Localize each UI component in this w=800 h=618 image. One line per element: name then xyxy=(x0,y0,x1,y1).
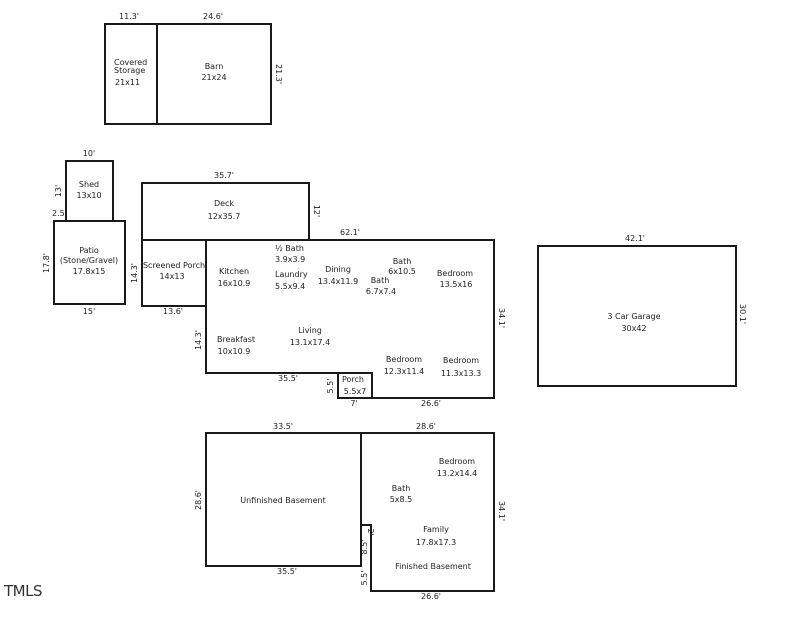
room-name: Patio xyxy=(79,246,99,255)
room-name: Family xyxy=(423,525,449,534)
dim-label: 62.1' xyxy=(340,228,360,237)
room-size: 13.2x14.4 xyxy=(437,469,477,478)
dim-label: 17.8' xyxy=(42,253,51,273)
dim-label: 7' xyxy=(350,399,357,408)
room-size: 12.3x11.4 xyxy=(384,367,424,376)
room-size: 17.8x17.3 xyxy=(416,538,456,547)
garage-outline xyxy=(537,245,737,387)
dim-label: 21.3' xyxy=(274,64,283,84)
room-name: Kitchen xyxy=(219,267,249,276)
room-name: Screened Porch xyxy=(143,261,205,270)
room-name: Bath xyxy=(371,276,390,285)
room-name: Breakfast xyxy=(217,335,255,344)
room-name: Bath xyxy=(392,484,411,493)
room-name: Unfinished Basement xyxy=(240,496,325,505)
room-size: 5.5x9.4 xyxy=(275,282,305,291)
room-name: Shed xyxy=(79,180,99,189)
dim-label: 35.7' xyxy=(214,171,234,180)
room-size: 5x8.5 xyxy=(390,495,413,504)
dim-label: 30.1' xyxy=(738,304,747,324)
room-size: 17.8x15 xyxy=(73,267,106,276)
dim-label: 14.3' xyxy=(194,330,203,350)
room-size: 21x11 xyxy=(115,78,140,87)
dim-label: 35.5' xyxy=(277,567,297,576)
room-name: 3 Car Garage xyxy=(607,312,660,321)
room-name: Finished Basement xyxy=(395,562,471,571)
room-size: 13.4x11.9 xyxy=(318,277,358,286)
room-size: 10x10.9 xyxy=(218,347,251,356)
room-name: Covered xyxy=(114,58,147,67)
finished-basement-outline xyxy=(360,432,495,592)
room-size: 6.7x7.4 xyxy=(366,287,396,296)
dim-label: 26.6' xyxy=(421,399,441,408)
dim-label: 42.1' xyxy=(625,234,645,243)
dim-label: 28.6' xyxy=(194,490,203,510)
room-name: ½ Bath xyxy=(275,244,304,253)
dim-label: 28.6' xyxy=(416,422,436,431)
dim-label: 13' xyxy=(54,185,63,197)
room-name: Laundry xyxy=(275,270,308,279)
room-size: 13.5x16 xyxy=(440,280,473,289)
dim-label: 35.5' xyxy=(278,374,298,383)
room-size: 5.5x7 xyxy=(344,387,367,396)
dim-label: 12' xyxy=(312,205,321,217)
room-name: Deck xyxy=(214,199,234,208)
room-name: (Stone/Gravel) xyxy=(60,256,118,265)
dim-label: 14.3' xyxy=(130,263,139,283)
room-name: Porch xyxy=(342,375,364,384)
dim-label: 33.5' xyxy=(273,422,293,431)
room-name: Bedroom xyxy=(386,355,422,364)
room-size: 30x42 xyxy=(621,324,646,333)
room-name: Bedroom xyxy=(439,457,475,466)
room-size: 16x10.9 xyxy=(218,279,251,288)
dim-label: 11.3' xyxy=(119,12,139,21)
dim-label: 8.5' xyxy=(360,540,369,555)
dim-label: 34.1' xyxy=(497,308,506,328)
room-size: 13x10 xyxy=(76,191,101,200)
room-size: 11.3x13.3 xyxy=(441,369,481,378)
room-name: Dining xyxy=(325,265,351,274)
room-size: 6x10.5 xyxy=(388,267,416,276)
room-name: Bath xyxy=(393,257,412,266)
porch-outline xyxy=(337,372,373,399)
room-size: 12x35.7 xyxy=(208,212,241,221)
room-size: 13.1x17.4 xyxy=(290,338,330,347)
room-name: Storage xyxy=(114,66,145,75)
dim-label: 34.1' xyxy=(497,501,506,521)
dim-label: 5.5' xyxy=(360,571,369,586)
room-size: 14x13 xyxy=(159,272,184,281)
barn-outline xyxy=(156,23,272,125)
room-size: 3.9x3.9 xyxy=(275,255,305,264)
dim-label: 13.6' xyxy=(163,307,183,316)
room-name: Bedroom xyxy=(443,356,479,365)
room-name: Living xyxy=(298,326,322,335)
dim-label: 2.5' xyxy=(52,209,67,218)
tmls-logo: TMLS xyxy=(3,582,42,600)
dim-label: 15' xyxy=(83,307,95,316)
dim-label: 24.6' xyxy=(203,12,223,21)
dim-label: 2' xyxy=(366,528,375,535)
dim-label: 26.6' xyxy=(421,592,441,601)
room-name: Barn xyxy=(205,62,224,71)
dim-label: 5.5' xyxy=(326,379,335,394)
room-name: Bedroom xyxy=(437,269,473,278)
dim-label: 10' xyxy=(83,149,95,158)
room-size: 21x24 xyxy=(201,73,226,82)
patio-outline xyxy=(53,220,126,305)
